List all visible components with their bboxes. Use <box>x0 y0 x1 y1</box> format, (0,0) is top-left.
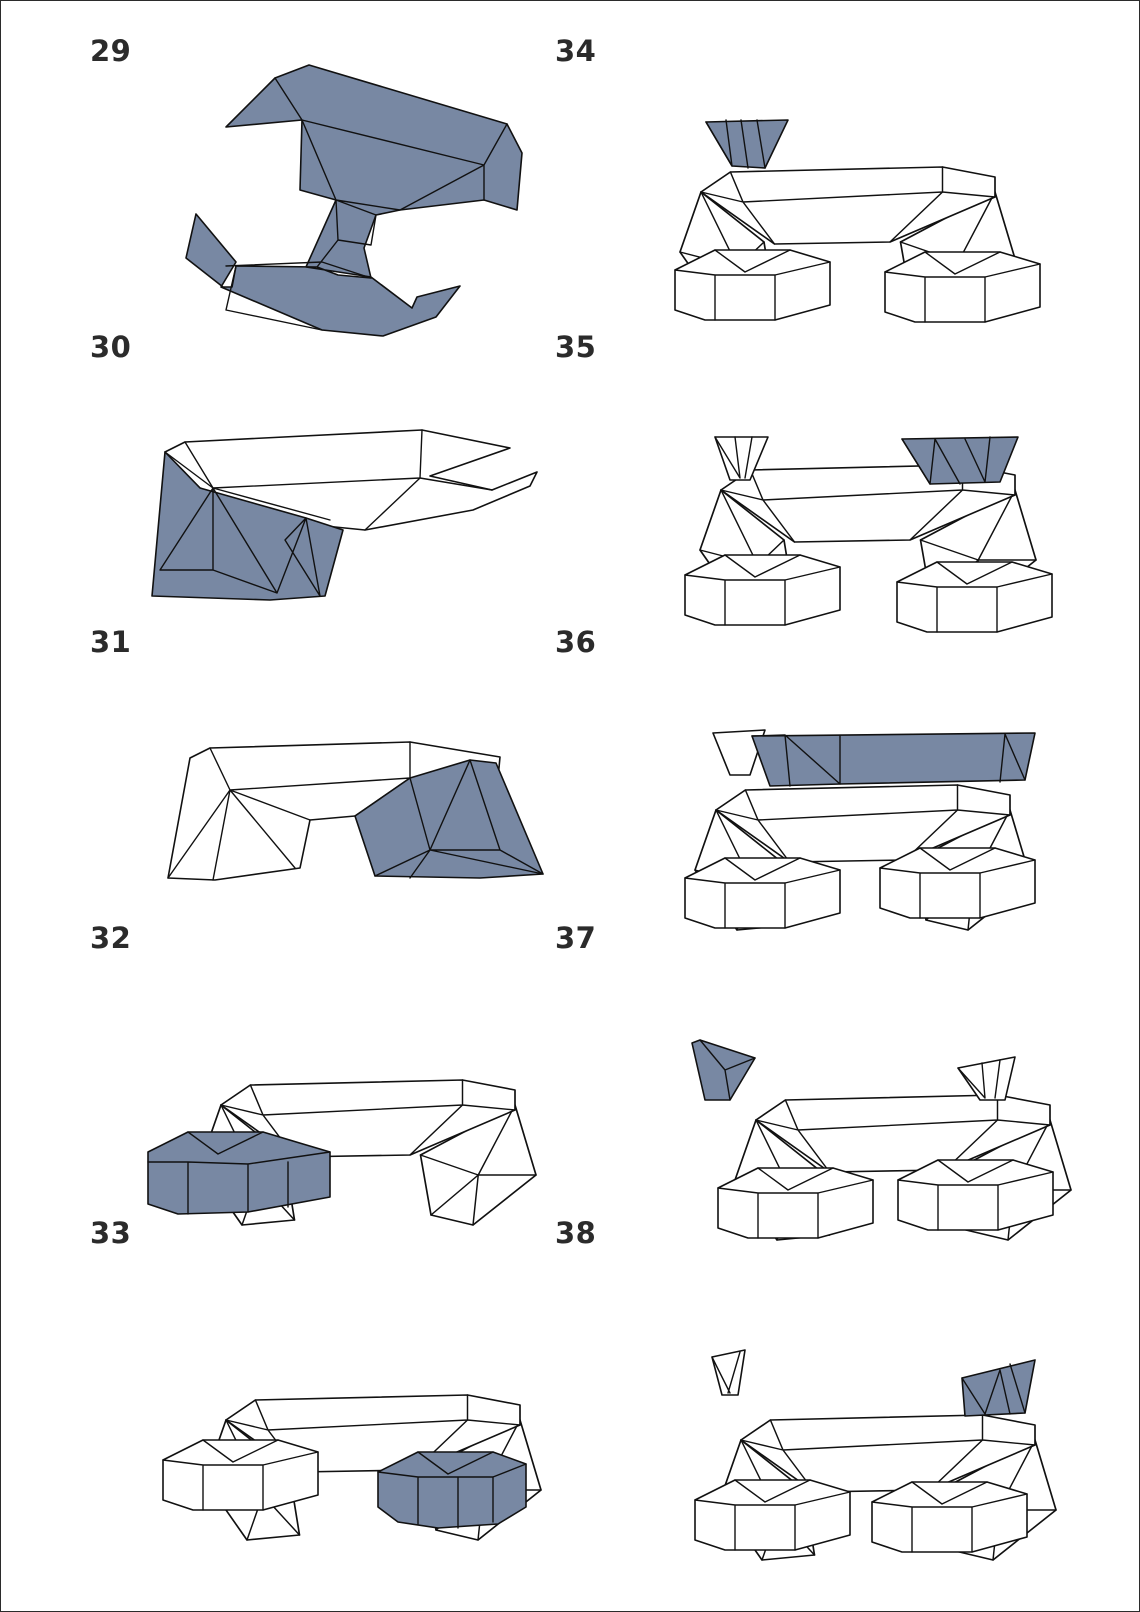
left-leg-part <box>151 451 344 601</box>
step-34-figure <box>674 119 1041 323</box>
step-33-figure <box>162 1394 542 1541</box>
left-foot-part <box>147 1131 331 1215</box>
step-number-37: 37 <box>555 921 597 955</box>
step-number-36: 36 <box>555 625 597 659</box>
step-31-figure <box>167 741 544 881</box>
step-37-figure <box>691 1039 1072 1241</box>
step-36-figure <box>684 729 1036 931</box>
tray-net-part <box>185 64 523 337</box>
left-handle-part <box>691 1039 756 1101</box>
step-32-figure <box>147 1079 537 1226</box>
front-rim-band-part <box>751 732 1036 787</box>
step-number-33: 33 <box>90 1216 132 1250</box>
step-number-32: 32 <box>90 921 132 955</box>
step-29-figure <box>185 64 523 337</box>
right-foot-part <box>377 1451 527 1529</box>
step-number-34: 34 <box>555 34 597 68</box>
step-38-figure <box>694 1349 1057 1561</box>
right-leg-part <box>354 759 544 879</box>
step-30-figure <box>151 429 538 601</box>
step-number-31: 31 <box>90 625 132 659</box>
step-number-30: 30 <box>90 330 132 364</box>
step-number-35: 35 <box>555 330 597 364</box>
step-number-29: 29 <box>90 34 132 68</box>
step-number-38: 38 <box>555 1216 597 1250</box>
step-35-figure <box>684 436 1053 633</box>
